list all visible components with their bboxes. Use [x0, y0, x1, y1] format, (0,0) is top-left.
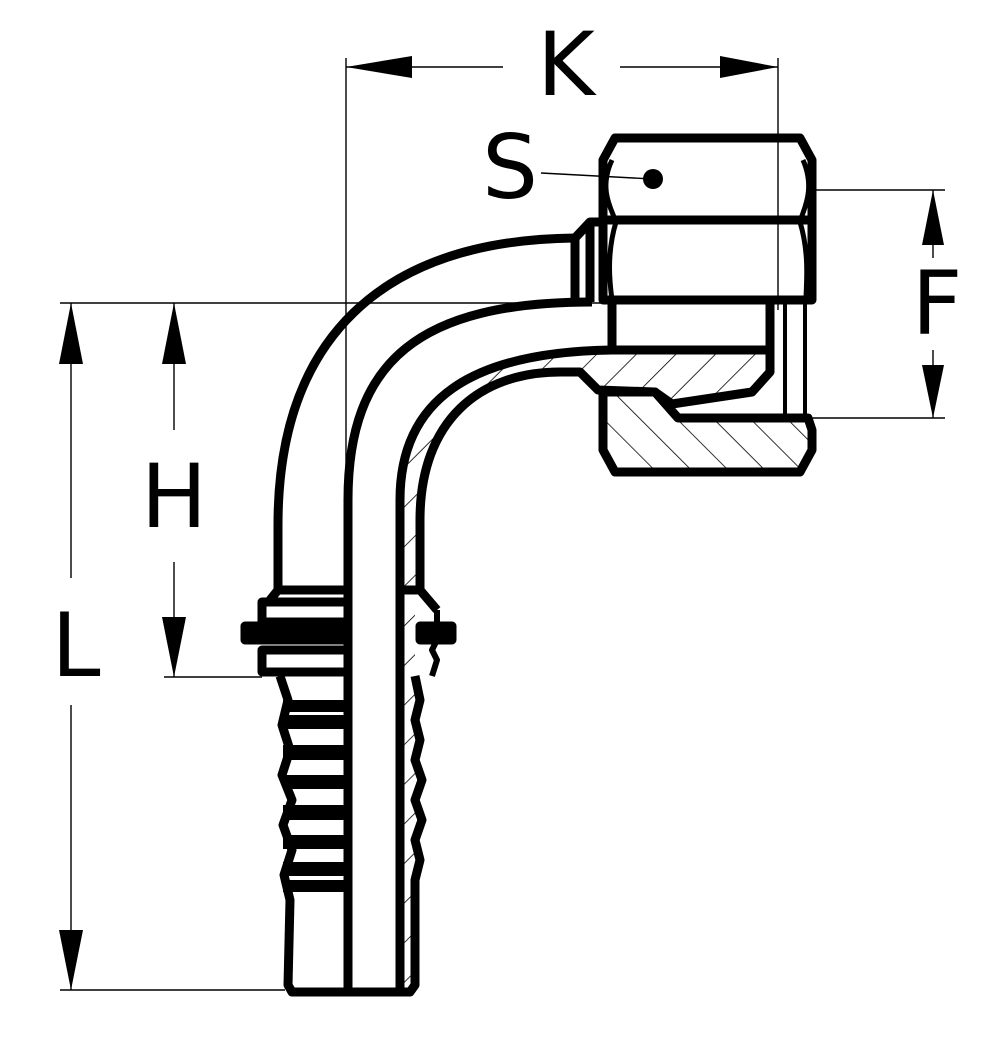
h-arrow-down-icon — [162, 617, 186, 677]
nut-hex-upper — [598, 133, 817, 305]
h-arrow-up-icon — [162, 303, 186, 364]
s-leader-dot-icon — [643, 169, 663, 189]
k-arrow-right-icon — [720, 56, 778, 78]
collar-ring-right — [415, 621, 457, 645]
label-h: H — [141, 445, 207, 548]
k-arrow-left-icon — [346, 56, 412, 78]
label-l: L — [51, 594, 100, 697]
label-k: K — [537, 13, 597, 116]
l-arrow-up-icon — [59, 303, 83, 364]
barb-ridges — [283, 700, 345, 892]
tail-section-hatched — [403, 590, 415, 990]
label-f: F — [912, 252, 963, 355]
label-s: S — [482, 116, 538, 219]
dimension-f: F — [812, 189, 963, 419]
f-arrow-up-icon — [922, 190, 944, 245]
l-arrow-down-icon — [59, 930, 83, 990]
elbow-section-hatched — [395, 345, 775, 595]
dimension-h: H — [141, 303, 262, 678]
elbow-center-line — [343, 297, 593, 590]
elbow-outer-wall — [273, 233, 576, 590]
f-arrow-down-icon — [922, 365, 944, 418]
collar-ring-left — [240, 621, 353, 645]
dimension-s: S — [482, 116, 663, 219]
fitting-body — [240, 133, 817, 997]
nut-section-hatched — [598, 387, 817, 477]
